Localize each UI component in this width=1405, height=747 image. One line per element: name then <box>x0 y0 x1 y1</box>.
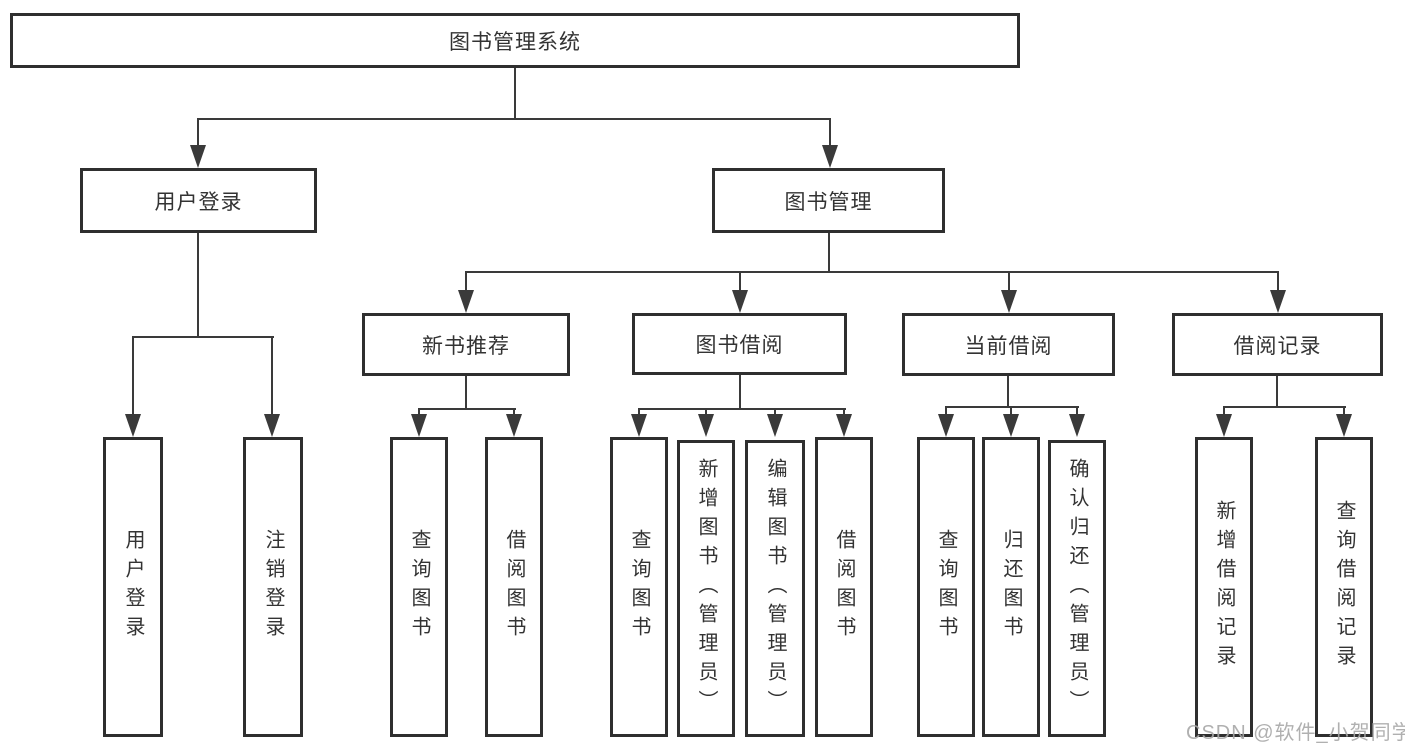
connector-drop-borrow-records <box>1277 271 1279 292</box>
arrowhead-down-icon <box>458 290 474 313</box>
arrowhead-down-icon <box>822 145 838 168</box>
connector-root-stem <box>514 68 516 120</box>
leaf-records-add-record: 新增借阅记录 <box>1195 437 1253 737</box>
connector-drop-current-borrow <box>1008 271 1010 292</box>
leaf-label: 确认归还（管理员） <box>1066 458 1088 719</box>
connector-drop-book-borrow <box>739 271 741 292</box>
connector-bus-current-borrow <box>945 406 1079 408</box>
node-book-management: 图书管理 <box>712 168 945 233</box>
connector-book-management-stem <box>828 233 830 271</box>
node-label: 图书借阅 <box>695 334 784 357</box>
leaf-label: 借阅图书 <box>503 529 525 645</box>
arrowhead-down-icon <box>836 414 852 437</box>
node-label: 图书管理系统 <box>449 30 581 54</box>
leaf-label: 新增借阅记录 <box>1213 500 1235 674</box>
leaf-recommend-borrow-books: 借阅图书 <box>485 437 543 737</box>
connector-drop-leaf <box>843 408 845 416</box>
node-new-book-recommend: 新书推荐 <box>362 313 570 376</box>
connector-drop-leaf <box>1010 406 1012 416</box>
arrowhead-down-icon <box>1336 414 1352 437</box>
arrowhead-down-icon <box>264 414 280 437</box>
connector-drop-leaf <box>945 406 947 416</box>
arrowhead-down-icon <box>938 414 954 437</box>
leaf-borrow-add-books-admin: 新增图书（管理员） <box>677 440 735 737</box>
leaf-recommend-query-books: 查询图书 <box>390 437 448 737</box>
leaf-label: 查询图书 <box>628 529 650 645</box>
arrowhead-down-icon <box>698 414 714 437</box>
arrowhead-down-icon <box>1003 414 1019 437</box>
arrowhead-down-icon <box>767 414 783 437</box>
connector-drop-leaf <box>1343 406 1345 416</box>
connector-drop-leaf <box>418 408 420 416</box>
connector-drop-leaf <box>513 408 515 416</box>
connector-book-borrow-stem <box>739 375 741 408</box>
connector-bus-borrow-records <box>1223 406 1346 408</box>
connector-drop-book-management <box>829 118 831 147</box>
leaf-label: 编辑图书（管理员） <box>764 458 786 719</box>
arrowhead-down-icon <box>190 145 206 168</box>
leaf-label: 查询图书 <box>408 529 430 645</box>
connector-bus-level3 <box>465 271 1279 273</box>
arrowhead-down-icon <box>1270 290 1286 313</box>
connector-bus-user-login <box>132 336 274 338</box>
connector-drop-leaf <box>638 408 640 416</box>
leaf-current-query-books: 查询图书 <box>917 437 975 737</box>
leaf-current-confirm-return-admin: 确认归还（管理员） <box>1048 440 1106 737</box>
connector-drop-leaf <box>1223 406 1225 416</box>
node-root-system: 图书管理系统 <box>10 13 1020 68</box>
arrowhead-down-icon <box>411 414 427 437</box>
leaf-label: 借阅图书 <box>833 529 855 645</box>
leaf-label: 查询图书 <box>935 529 957 645</box>
connector-user-login-stem <box>197 233 199 336</box>
connector-borrow-records-stem <box>1276 376 1278 406</box>
leaf-current-return-books: 归还图书 <box>982 437 1040 737</box>
connector-drop-leaf <box>132 336 134 416</box>
leaf-label: 注销登录 <box>262 529 284 645</box>
arrowhead-down-icon <box>1001 290 1017 313</box>
node-user-login: 用户登录 <box>80 168 317 233</box>
leaf-borrow-borrow-books: 借阅图书 <box>815 437 873 737</box>
leaf-user-login: 用户登录 <box>103 437 163 737</box>
leaf-borrow-query-books: 查询图书 <box>610 437 668 737</box>
connector-drop-leaf <box>1076 406 1078 416</box>
node-current-borrowing: 当前借阅 <box>902 313 1115 376</box>
leaf-logout: 注销登录 <box>243 437 303 737</box>
connector-drop-new-book <box>465 271 467 292</box>
connector-new-book-stem <box>465 376 467 408</box>
connector-bus-book-borrow <box>638 408 846 410</box>
connector-drop-leaf <box>774 408 776 416</box>
arrowhead-down-icon <box>732 290 748 313</box>
arrowhead-down-icon <box>1216 414 1232 437</box>
node-label: 图书管理 <box>784 190 873 214</box>
arrowhead-down-icon <box>125 414 141 437</box>
leaf-label: 用户登录 <box>122 529 144 645</box>
leaf-label: 新增图书（管理员） <box>695 458 717 719</box>
node-label: 新书推荐 <box>422 334 510 358</box>
node-label: 用户登录 <box>154 190 243 214</box>
node-label: 当前借阅 <box>964 334 1053 358</box>
connector-current-borrow-stem <box>1007 376 1009 406</box>
leaf-label: 归还图书 <box>1000 529 1022 645</box>
arrowhead-down-icon <box>1069 414 1085 437</box>
node-book-borrowing: 图书借阅 <box>632 313 847 375</box>
connector-drop-user-login <box>197 118 199 147</box>
arrowhead-down-icon <box>631 414 647 437</box>
node-label: 借阅记录 <box>1233 334 1322 358</box>
arrowhead-down-icon <box>506 414 522 437</box>
connector-drop-leaf <box>271 336 273 416</box>
leaf-label: 查询借阅记录 <box>1333 500 1355 674</box>
leaf-records-query-record: 查询借阅记录 <box>1315 437 1373 737</box>
csdn-watermark: CSDN @软件_小贺同学 <box>1186 722 1405 744</box>
node-borrowing-records: 借阅记录 <box>1172 313 1383 376</box>
leaf-borrow-edit-books-admin: 编辑图书（管理员） <box>745 440 805 737</box>
connector-bus-level2 <box>197 118 831 120</box>
connector-drop-leaf <box>705 408 707 416</box>
connector-bus-new-book <box>418 408 516 410</box>
